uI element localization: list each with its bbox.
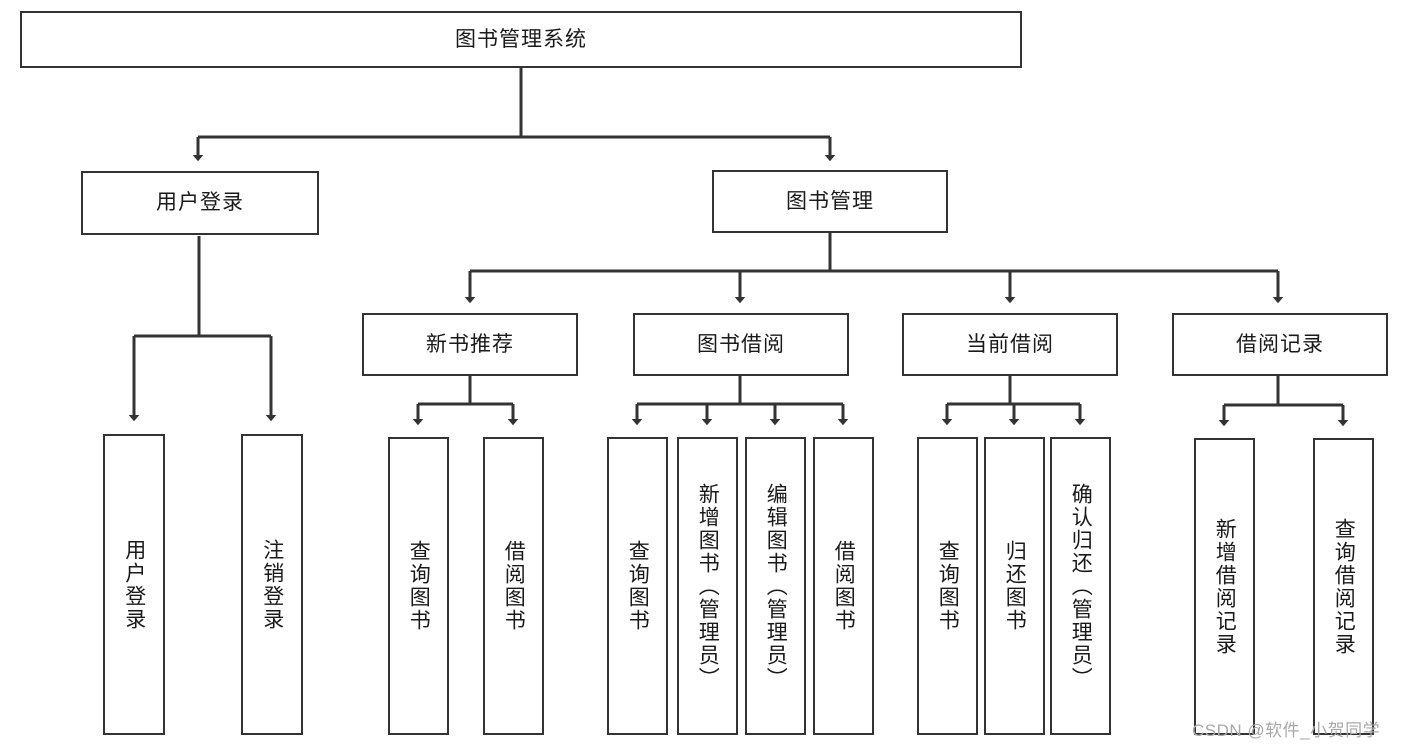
- node-label: 查询图书: [407, 540, 431, 632]
- node-label: 当前借阅: [966, 332, 1054, 356]
- node-current-borrow[interactable]: 当前借阅: [902, 313, 1118, 376]
- node-label: 图书管理: [786, 189, 874, 213]
- node-leaf-edit-book[interactable]: 编辑图书（管理员）: [745, 437, 806, 735]
- node-new-book-recommend[interactable]: 新书推荐: [362, 313, 578, 376]
- node-label: 查询图书: [626, 540, 650, 632]
- csdn-watermark: CSDN @软件_小贺同学: [1192, 721, 1381, 740]
- node-book-borrow[interactable]: 图书借阅: [633, 313, 849, 376]
- node-label: 归还图书: [1003, 540, 1027, 632]
- node-leaf-borrow-book-1[interactable]: 借阅图书: [483, 437, 544, 735]
- node-label: 确认归还（管理员）: [1069, 482, 1093, 690]
- node-label: 新增借阅记录: [1213, 517, 1237, 656]
- node-leaf-confirm-return[interactable]: 确认归还（管理员）: [1050, 437, 1111, 735]
- node-root-book-management-system[interactable]: 图书管理系统: [20, 11, 1022, 68]
- node-leaf-logout[interactable]: 注销登录: [241, 434, 303, 735]
- node-label: 借阅图书: [502, 540, 526, 632]
- node-label: 查询借阅记录: [1332, 517, 1356, 656]
- node-label: 用户登录: [156, 191, 244, 215]
- node-label: 用户登录: [122, 538, 146, 631]
- node-label: 图书管理系统: [455, 27, 587, 51]
- node-label: 借阅图书: [832, 540, 856, 632]
- node-label: 注销登录: [260, 538, 284, 631]
- node-leaf-borrow-book-2[interactable]: 借阅图书: [813, 437, 874, 735]
- node-leaf-query-book-3[interactable]: 查询图书: [917, 437, 978, 735]
- node-leaf-add-book[interactable]: 新增图书（管理员）: [677, 437, 738, 735]
- node-label: 编辑图书（管理员）: [764, 482, 788, 690]
- node-leaf-query-book-1[interactable]: 查询图书: [388, 437, 449, 735]
- node-leaf-user-login[interactable]: 用户登录: [103, 434, 165, 735]
- node-label: 借阅记录: [1236, 332, 1324, 356]
- node-user-login[interactable]: 用户登录: [81, 171, 319, 235]
- node-book-management[interactable]: 图书管理: [712, 170, 948, 233]
- node-label: 查询图书: [936, 540, 960, 632]
- node-leaf-query-record[interactable]: 查询借阅记录: [1313, 438, 1374, 735]
- node-borrow-record[interactable]: 借阅记录: [1172, 313, 1388, 376]
- node-leaf-return-book[interactable]: 归还图书: [984, 437, 1045, 735]
- node-label: 图书借阅: [697, 332, 785, 356]
- node-leaf-add-record[interactable]: 新增借阅记录: [1194, 438, 1255, 735]
- node-label: 新书推荐: [426, 332, 514, 356]
- node-label: 新增图书（管理员）: [696, 482, 720, 690]
- node-leaf-query-book-2[interactable]: 查询图书: [607, 437, 668, 735]
